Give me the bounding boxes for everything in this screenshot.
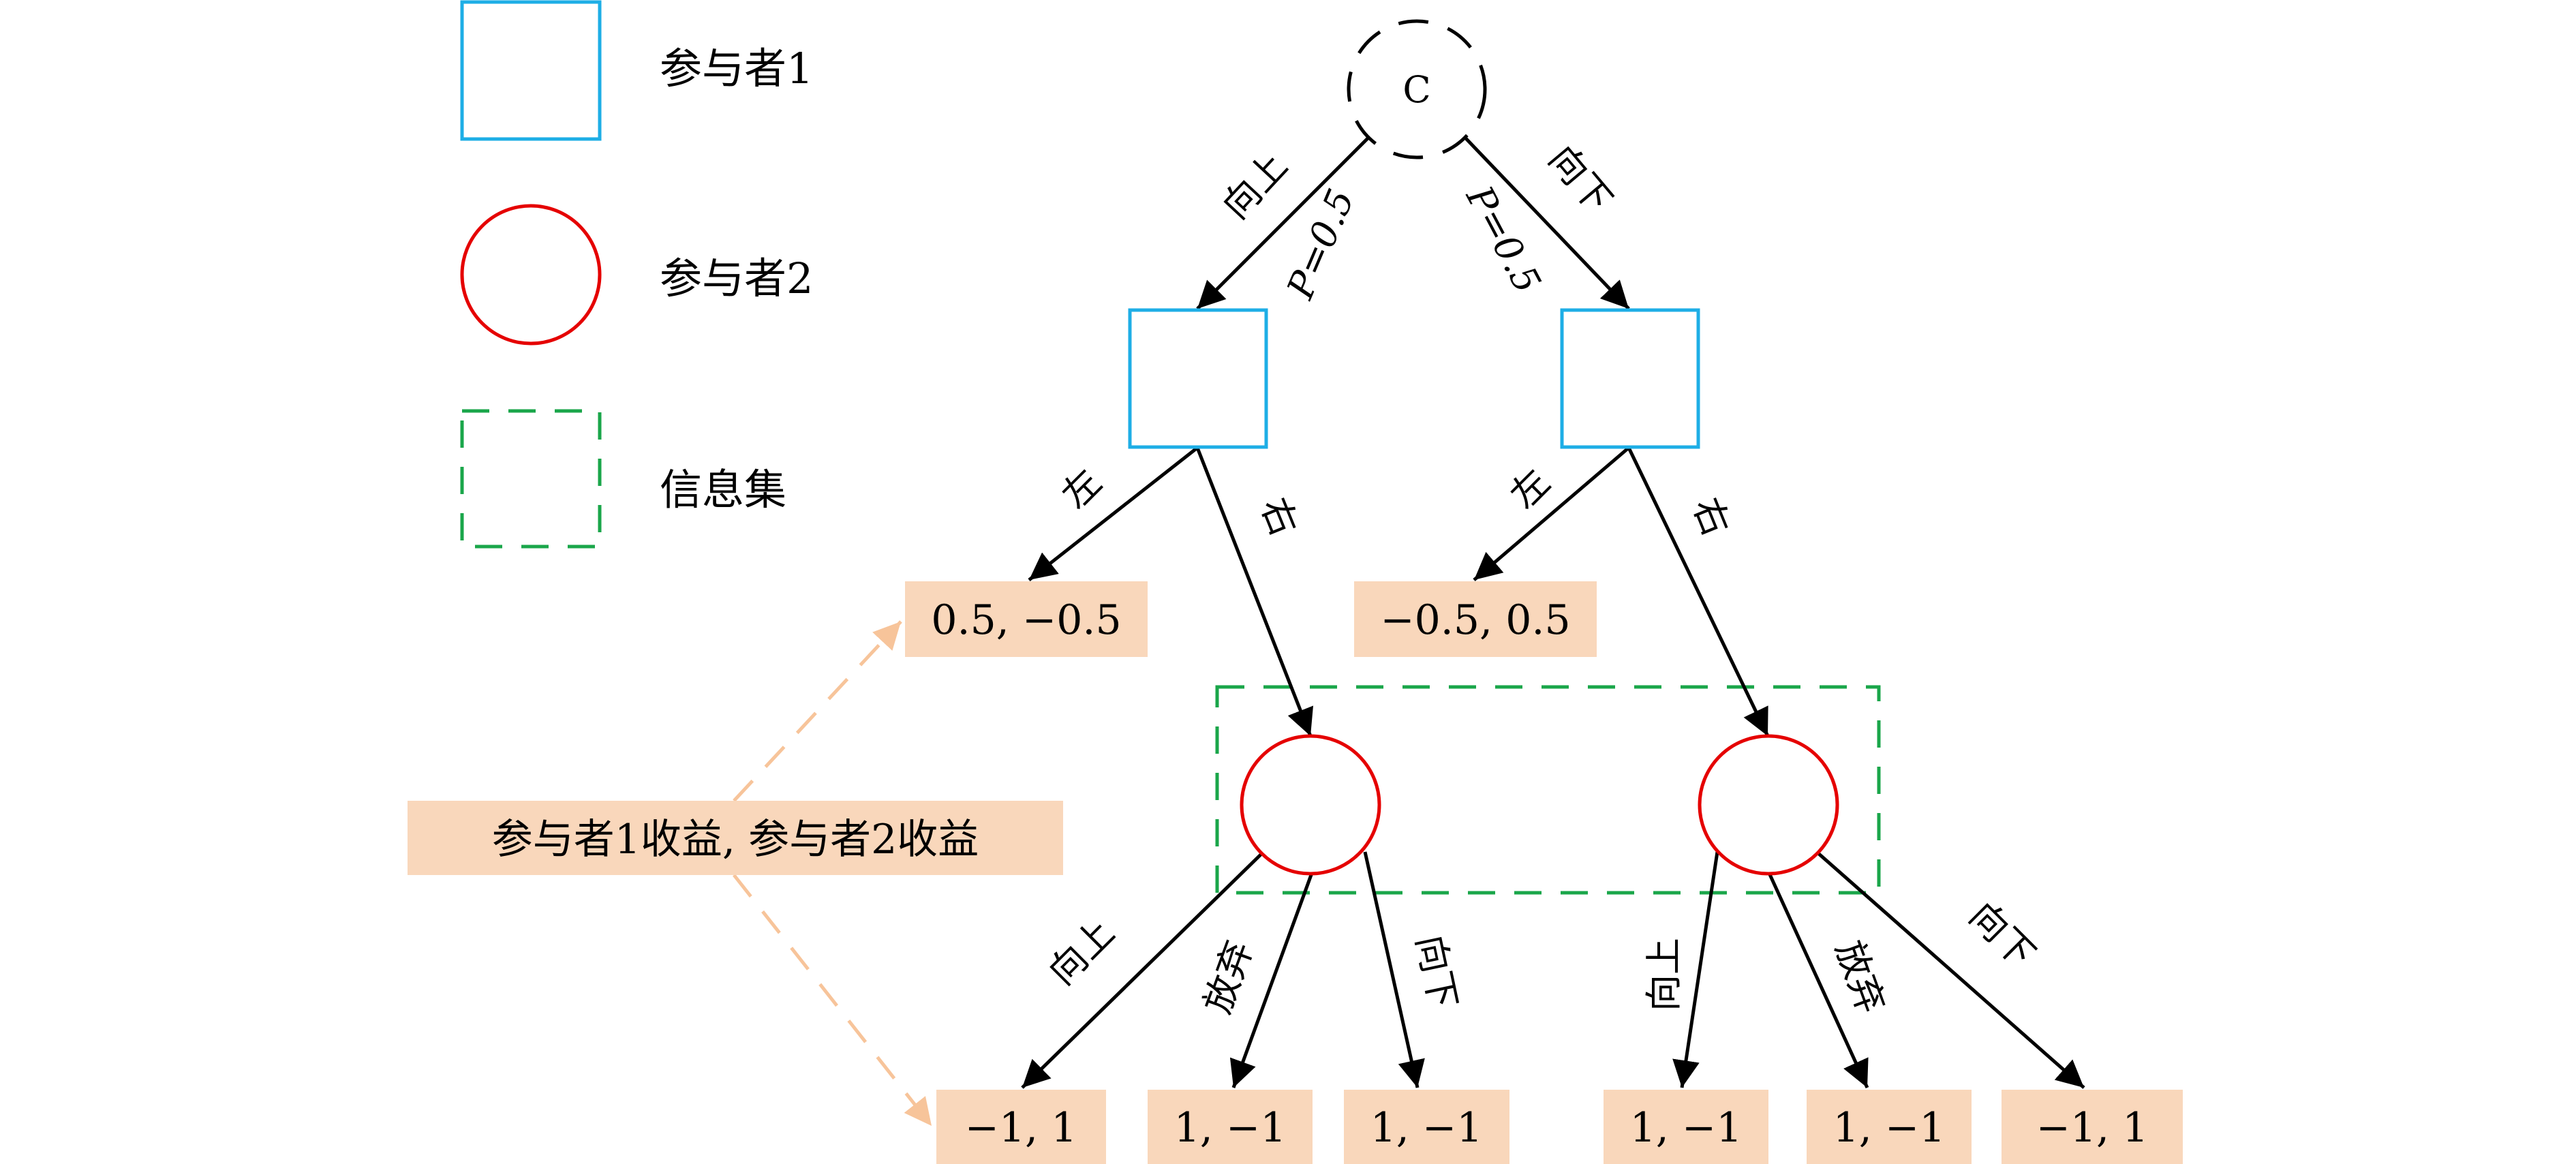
edge-label-p2r-down: 向下 <box>1961 893 2044 976</box>
legend-player1-square <box>460 0 602 141</box>
edge-p2r-up <box>1672 851 1719 1088</box>
payoff-label: 1, −1 <box>1370 1104 1483 1152</box>
edge-p2l-up <box>1021 852 1263 1089</box>
legend-player1-label: 参与者1 <box>660 44 813 93</box>
edge-p2r-fold <box>1767 872 1869 1089</box>
payoff-label: 0.5, −0.5 <box>931 596 1121 644</box>
info-set-box <box>1215 685 1881 895</box>
payoff-leaf: −0.5, 0.5 <box>1354 581 1597 657</box>
edge-label-p1r-left: 左 <box>1502 461 1559 517</box>
legend: 参与者1 参与者2 信息集 <box>460 0 813 549</box>
annotation-arrow-up <box>733 620 902 802</box>
payoff-label: 1, −1 <box>1174 1104 1287 1152</box>
payoff-leaf: −1, 1 <box>2002 1090 2183 1164</box>
payoff-label: −1, 1 <box>2036 1104 2149 1152</box>
player2-node-left <box>1240 734 1381 876</box>
payoff-leaf: 0.5, −0.5 <box>905 581 1148 657</box>
legend-player2-label: 参与者2 <box>660 254 813 303</box>
annotation-label: 参与者1收益, 参与者2收益 <box>492 816 979 863</box>
edge-p1l-right <box>1195 447 1314 737</box>
payoff-leaf: −1, 1 <box>936 1090 1106 1164</box>
edge-p1r-right <box>1627 446 1770 737</box>
payoff-label: 1, −1 <box>1833 1104 1946 1152</box>
payoff-label: −1, 1 <box>965 1104 1077 1152</box>
player1-node-right <box>1560 308 1700 449</box>
edge-p2l-fold <box>1229 872 1314 1088</box>
payoff-leaf: 1, −1 <box>1148 1090 1313 1164</box>
annotation-arrow-down <box>733 874 933 1127</box>
edge-label-p1l-right: 右 <box>1253 491 1306 542</box>
payoff-leaf: 1, −1 <box>1604 1090 1768 1164</box>
payoff-leaf: 1, −1 <box>1807 1090 1972 1164</box>
legend-player2-circle <box>460 204 602 346</box>
edge-p1r-left <box>1473 446 1630 581</box>
edge-label-p2r-up: 向上 <box>1642 938 1685 1011</box>
edge-label-p1l-left: 左 <box>1054 461 1110 517</box>
edge-label-p2l-down: 向下 <box>1408 932 1465 1013</box>
edge-label-p2l-up: 向上 <box>1040 910 1122 993</box>
player2-node-right <box>1698 734 1839 876</box>
edge-label-chance-up-prob: P=0.5 <box>1278 183 1363 305</box>
player1-node-left <box>1128 308 1268 449</box>
edge-chance-down <box>1462 135 1630 310</box>
payoff-label: −0.5, 0.5 <box>1380 596 1570 644</box>
edge-p2l-down <box>1363 851 1425 1088</box>
chance-node-label: C <box>1402 68 1430 111</box>
edge-label-p1r-right: 右 <box>1685 491 1738 542</box>
legend-info-set-label: 信息集 <box>660 465 786 515</box>
legend-info-set-square <box>460 409 602 549</box>
edge-chance-up <box>1196 135 1371 310</box>
chance-node <box>1347 19 1487 159</box>
payoff-leaf: 1, −1 <box>1344 1090 1509 1164</box>
edge-label-chance-down-action: 向下 <box>1540 137 1621 221</box>
edge-label-p2l-fold: 放弃 <box>1196 935 1261 1019</box>
edge-p1l-left <box>1028 446 1199 581</box>
annotation-box: 参与者1收益, 参与者2收益 <box>408 801 1063 875</box>
edge-label-p2r-fold: 放弃 <box>1827 935 1892 1019</box>
edge-p2r-down <box>1817 852 2085 1089</box>
payoff-label: 1, −1 <box>1630 1104 1743 1152</box>
edge-label-chance-down-prob: P=0.5 <box>1458 179 1550 300</box>
edge-label-chance-up-action: 向上 <box>1214 144 1296 227</box>
